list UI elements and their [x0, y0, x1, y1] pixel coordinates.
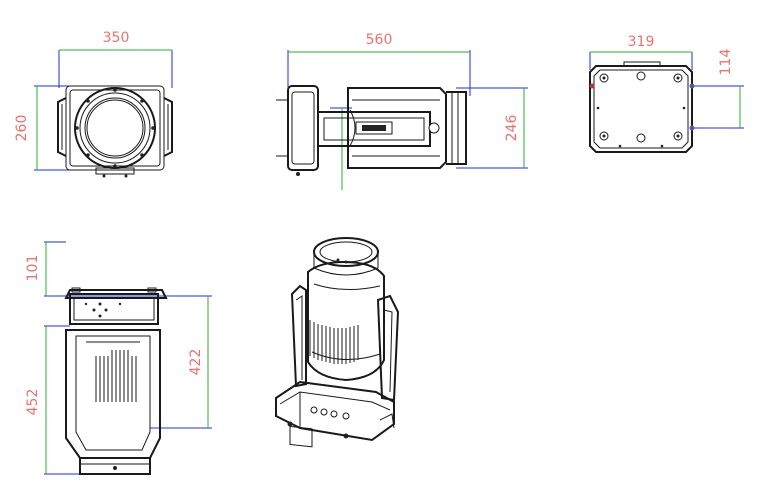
side-view: 560 246 — [276, 32, 528, 190]
top-view-heatsink — [95, 350, 137, 402]
base-bottom-view: 319 114 — [589, 34, 744, 153]
top-base-label: 101 — [25, 255, 41, 282]
base-depth-label: 114 — [718, 49, 734, 76]
top-total-label: 452 — [25, 389, 41, 416]
front-height-label: 260 — [14, 115, 30, 142]
iso-heatsink — [309, 320, 359, 364]
base-width-label: 319 — [628, 34, 655, 50]
top-view: 101 422 452 — [25, 241, 212, 475]
top-head-label: 422 — [188, 349, 204, 376]
side-height-label: 246 — [504, 115, 520, 142]
isometric-view — [275, 237, 400, 448]
front-width-label: 350 — [103, 30, 130, 46]
front-view: 350 260 — [14, 30, 173, 178]
side-width-label: 560 — [366, 32, 393, 48]
